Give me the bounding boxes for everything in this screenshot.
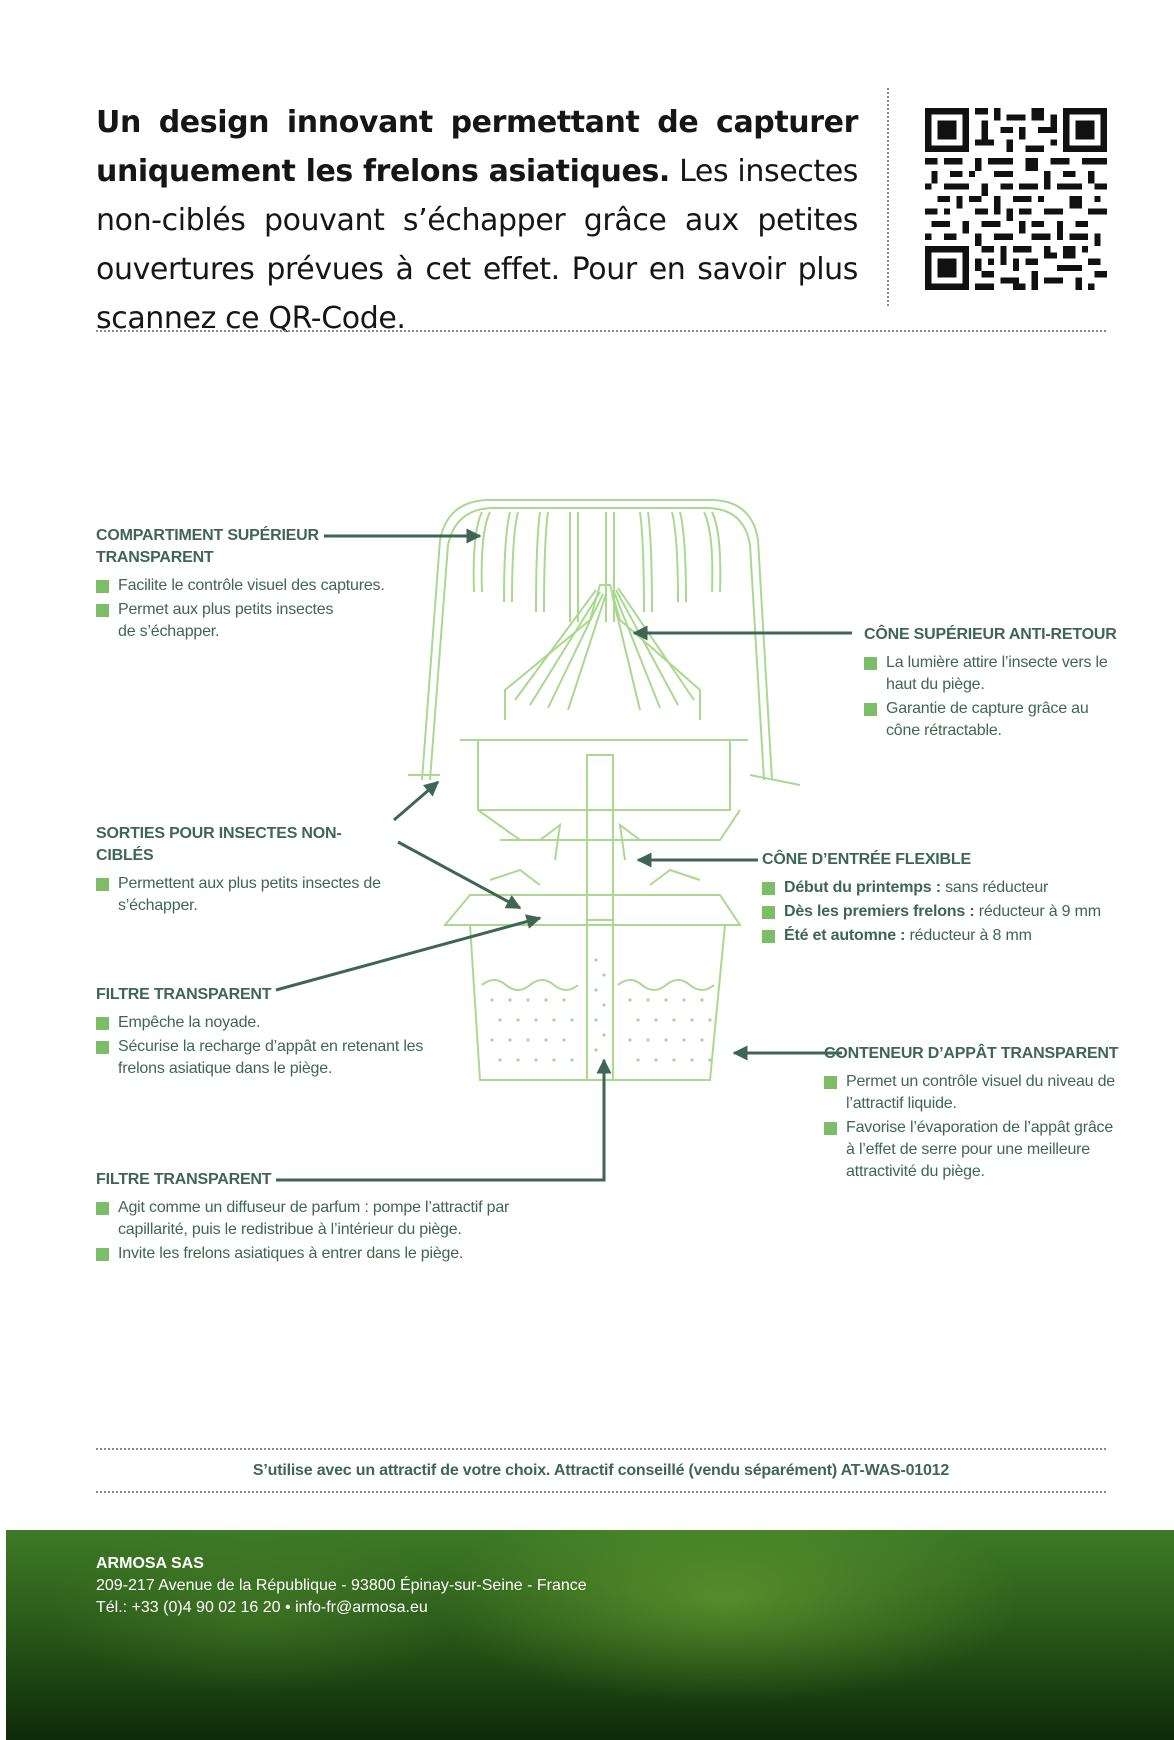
footer-divider-bottom bbox=[96, 1491, 1106, 1493]
callout-title: CÔNE D’ENTRÉE FLEXIBLE bbox=[762, 851, 971, 868]
callout-title: FILTRE TRANSPARENT bbox=[96, 986, 272, 1003]
callout-upper-cone: CÔNE SUPÉRIEUR ANTI-RETOUR La lumière at… bbox=[864, 624, 1120, 744]
callout-exits: SORTIES POUR INSECTES NON-CIBLÉS Permett… bbox=[96, 823, 396, 919]
callout-arrows bbox=[275, 528, 852, 1182]
list-item: Favorise l’évaporation de l’appât grâce … bbox=[824, 1117, 1124, 1183]
list-item: Début du printemps : sans réducteur bbox=[762, 877, 1142, 899]
intro-bold: Un design innovant permettant de capture… bbox=[96, 105, 858, 189]
list-item: Empêche la noyade. bbox=[96, 1012, 426, 1034]
footer-band bbox=[6, 1530, 1174, 1740]
list-item: Permet un contrôle visuel du niveau de l… bbox=[824, 1071, 1124, 1115]
list-item: Agit comme un diffuseur de parfum : pomp… bbox=[96, 1197, 556, 1241]
list-item: Invite les frelons asiatiques à entrer d… bbox=[96, 1243, 556, 1265]
trap-outline bbox=[408, 499, 801, 1081]
list-item: La lumière attire l’insecte vers le haut… bbox=[864, 652, 1120, 696]
list-item: Facilite le contrôle visuel des captures… bbox=[96, 575, 426, 597]
callout-bait-container: CONTENEUR D’APPÂT TRANSPARENT Permet un … bbox=[824, 1043, 1124, 1185]
callout-filter-1: FILTRE TRANSPARENT Empêche la noyade. Sé… bbox=[96, 984, 426, 1082]
callout-title: SORTIES POUR INSECTES NON-CIBLÉS bbox=[96, 825, 342, 864]
callout-upper-compartment: COMPARTIMENT SUPÉRIEUR TRANSPARENT Facil… bbox=[96, 525, 426, 645]
company-name: ARMOSA SAS bbox=[96, 1555, 204, 1572]
intro-paragraph: Un design innovant permettant de capture… bbox=[96, 98, 858, 343]
qr-code[interactable] bbox=[925, 108, 1107, 290]
company-contact[interactable]: Tél.: +33 (0)4 90 02 16 20 • info-fr@arm… bbox=[96, 1599, 428, 1616]
callout-entry-cone: CÔNE D’ENTRÉE FLEXIBLE Début du printemp… bbox=[762, 849, 1142, 949]
callout-title: CONTENEUR D’APPÂT TRANSPARENT bbox=[824, 1045, 1119, 1062]
footer-divider-top bbox=[96, 1448, 1106, 1450]
list-item: Permettent aux plus petits insectes de s… bbox=[96, 873, 396, 917]
liquid-dots bbox=[490, 958, 712, 1067]
top-divider bbox=[96, 330, 1106, 332]
vertical-divider bbox=[887, 88, 889, 306]
intro-text: Les insectes non-ciblés pouvant s’échapp… bbox=[96, 154, 858, 336]
list-item: Sécurise la recharge d’appât en retenant… bbox=[96, 1036, 426, 1080]
list-item: Été et automne : réducteur à 8 mm bbox=[762, 925, 1142, 947]
list-item: Dès les premiers frelons : réducteur à 9… bbox=[762, 901, 1142, 923]
callout-title: CÔNE SUPÉRIEUR ANTI-RETOUR bbox=[864, 626, 1117, 643]
callout-filter-2: FILTRE TRANSPARENT Agit comme un diffuse… bbox=[96, 1169, 556, 1267]
callout-title: FILTRE TRANSPARENT bbox=[96, 1171, 272, 1188]
list-item: Garantie de capture grâce au cône rétrac… bbox=[864, 698, 1120, 742]
company-info: ARMOSA SAS 209-217 Avenue de la Républiq… bbox=[96, 1553, 587, 1619]
list-item: Permet aux plus petits insectes de s’éch… bbox=[96, 599, 348, 643]
callout-title: COMPARTIMENT SUPÉRIEUR TRANSPARENT bbox=[96, 527, 319, 566]
company-address: 209-217 Avenue de la République - 93800 … bbox=[96, 1577, 587, 1594]
footer-note: S’utilise avec un attractif de votre cho… bbox=[252, 1462, 950, 1479]
